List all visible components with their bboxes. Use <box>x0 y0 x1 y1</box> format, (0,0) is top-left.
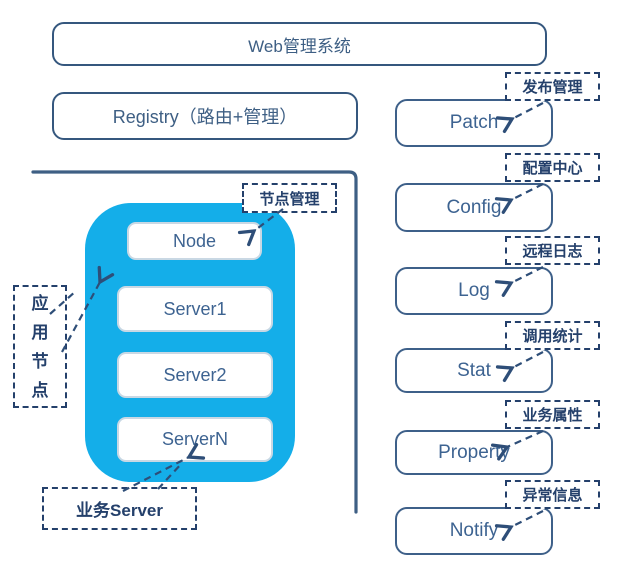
app-node-label: 应用节点 <box>31 293 49 400</box>
release-management-label-box: 发布管理 <box>505 72 600 101</box>
node-label: Node <box>172 230 217 251</box>
business-server-label: 业务Server <box>76 501 163 520</box>
server2-box: Server2 <box>117 352 273 398</box>
serverN-box: ServerN <box>117 417 273 462</box>
call-stat-label: 调用统计 <box>522 328 583 345</box>
log-label: Log <box>458 280 490 301</box>
stat-label: Stat <box>457 359 491 381</box>
app-node-label-box: 应用节点 <box>13 285 67 408</box>
business-property-label: 业务属性 <box>522 407 583 424</box>
web-admin-system-box: Web管理系统 <box>52 22 547 66</box>
node-management-label-box: 节点管理 <box>242 183 337 213</box>
node-management-label: 节点管理 <box>259 190 320 208</box>
notify-label: Notify <box>449 520 499 541</box>
serverN-label: ServerN <box>161 429 228 449</box>
stat-box: Stat <box>395 348 553 393</box>
property-box: Property <box>395 430 553 475</box>
release-management-label: 发布管理 <box>522 79 583 96</box>
remote-log-label-box: 远程日志 <box>505 236 600 265</box>
business-server-label-box: 业务Server <box>42 487 197 530</box>
patch-label: Patch <box>449 112 499 133</box>
log-box: Log <box>395 267 553 315</box>
config-box: Config <box>395 183 553 232</box>
node-box: Node <box>127 222 262 260</box>
call-stat-label-box: 调用统计 <box>505 321 600 350</box>
server1-label: Server1 <box>163 298 227 319</box>
exception-info-label: 异常信息 <box>522 487 583 504</box>
property-label: Property <box>438 441 510 463</box>
notify-box: Notify <box>395 507 553 555</box>
server2-label: Server2 <box>163 364 227 385</box>
config-center-label: 配置中心 <box>522 160 583 177</box>
config-center-label-box: 配置中心 <box>505 153 600 182</box>
web-admin-system-label: Web管理系统 <box>248 36 351 56</box>
registry-box: Registry（路由+管理） <box>52 92 358 140</box>
config-label: Config <box>446 196 502 218</box>
registry-label: Registry（路由+管理） <box>112 107 298 127</box>
patch-box: Patch <box>395 99 553 147</box>
business-property-label-box: 业务属性 <box>505 400 600 429</box>
remote-log-label: 远程日志 <box>522 243 583 260</box>
exception-info-label-box: 异常信息 <box>505 480 600 509</box>
server1-box: Server1 <box>117 286 273 332</box>
